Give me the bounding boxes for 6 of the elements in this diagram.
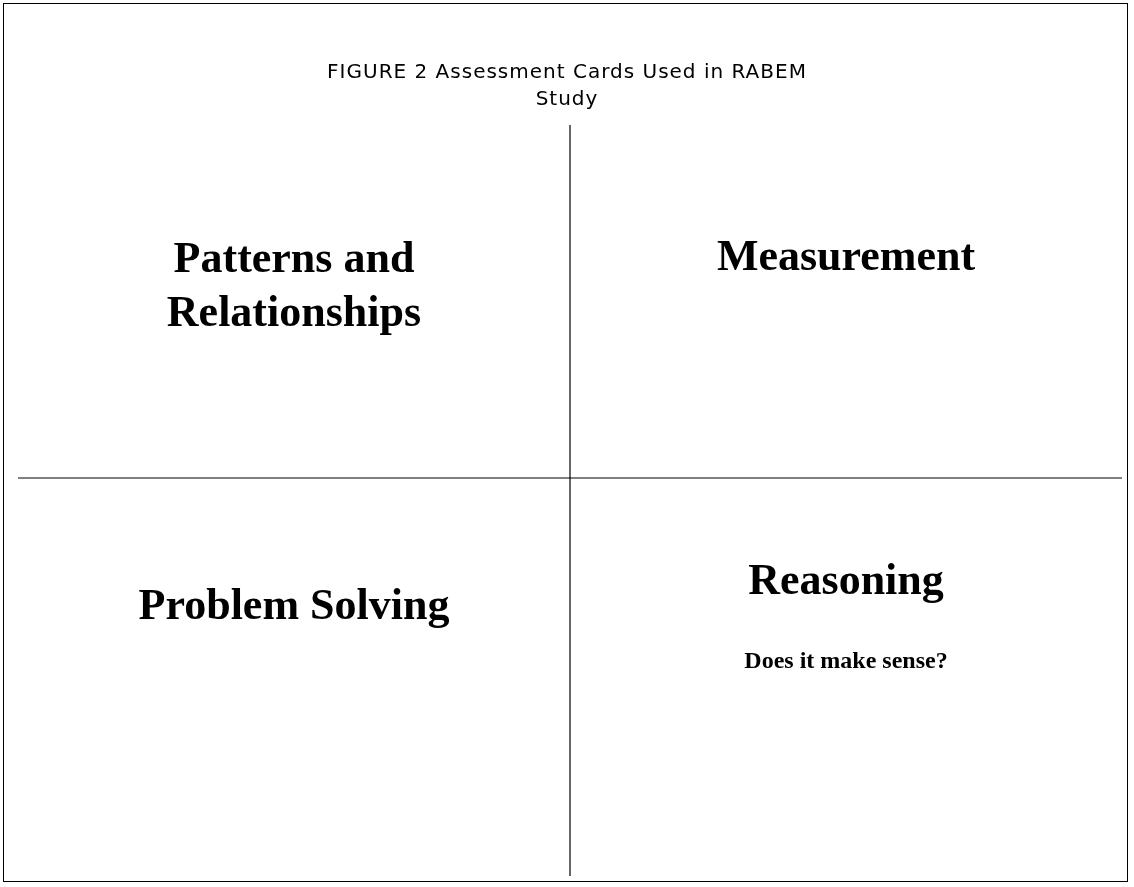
- figure-title: FIGURE 2 Assessment Cards Used in RABEM Study: [326, 58, 808, 112]
- card-heading: Problem Solving: [138, 579, 450, 631]
- card-heading: Measurement: [716, 230, 976, 282]
- card-heading: Patterns and Relationships: [165, 232, 423, 338]
- card-heading: Reasoning: [748, 554, 944, 606]
- card-prompt: Does it make sense?: [744, 646, 948, 675]
